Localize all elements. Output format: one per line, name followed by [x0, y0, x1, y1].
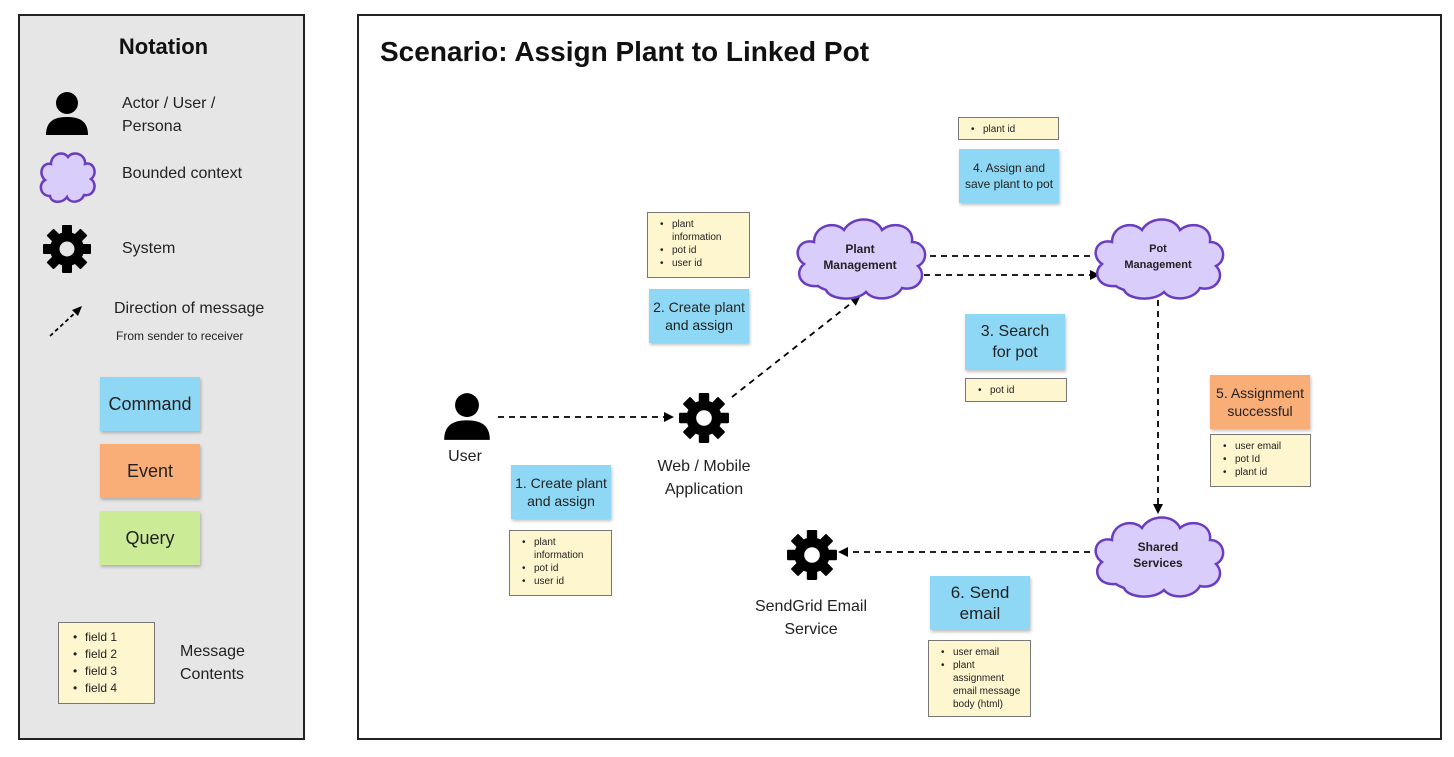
- arrow-app-to-plant: [731, 295, 861, 398]
- person-icon: [46, 92, 88, 135]
- legend-command-sticky: Command: [100, 377, 200, 431]
- list-item: email message: [939, 685, 1024, 698]
- legend-actor-label-line1: Actor / User /: [122, 95, 216, 112]
- web-app-label-line1: Web / Mobile: [657, 458, 751, 475]
- step1-command: 1. Create plant and assign: [511, 465, 611, 519]
- plant-management-label: Plant Management: [790, 212, 930, 302]
- legend-message-label-line2: Contents: [180, 666, 245, 683]
- gear-icon: [679, 393, 729, 443]
- list-item: assignment: [939, 672, 1024, 685]
- list-item: •information: [520, 549, 605, 562]
- cloud-icon: [1094, 516, 1225, 598]
- list-item: field 3: [71, 663, 148, 680]
- list-item: pot id: [520, 562, 605, 575]
- list-item: user email: [1221, 440, 1304, 453]
- legend-message-contents: field 1 field 2 field 3 field 4: [58, 622, 155, 704]
- step4-message-contents: plant id: [958, 117, 1059, 140]
- step2-command: 2. Create plant and assign: [649, 289, 749, 343]
- person-icon: [444, 393, 490, 440]
- list-item: user id: [520, 575, 605, 588]
- step1-line1: 1. Create plant: [515, 475, 607, 491]
- list-item: pot Id: [1221, 453, 1304, 466]
- gear-icon: [43, 225, 91, 273]
- step2-line2: and assign: [665, 317, 733, 333]
- cloud-icon: [39, 152, 96, 203]
- plant-management-line2: Management: [823, 258, 897, 272]
- step2-message-contents: plant information pot id user id: [647, 212, 750, 278]
- shared-services-line2: Services: [1133, 556, 1183, 570]
- sendgrid-label: SendGrid Email Service: [736, 595, 886, 641]
- step1-message-contents: plant •information pot id user id: [509, 530, 612, 596]
- shared-services-line1: Shared: [1137, 540, 1179, 554]
- legend-direction-sublabel: From sender to receiver: [116, 329, 244, 343]
- step5-message-contents: user email pot Id plant id: [1210, 434, 1311, 487]
- list-item-continuation: body (html): [953, 699, 1004, 710]
- pot-management-line2: Management: [1124, 259, 1192, 271]
- step3-command: 3. Search for pot: [965, 314, 1065, 370]
- list-item: plant: [658, 218, 743, 231]
- step4-line1: 4. Assign and: [972, 161, 1046, 175]
- list-item: plant id: [969, 123, 1052, 136]
- step1-line2: and assign: [527, 493, 595, 509]
- scenario-title: Scenario: Assign Plant to Linked Pot: [380, 36, 870, 67]
- list-item: field 4: [71, 680, 148, 697]
- step6-message-contents: user email plant assignment email messag…: [928, 640, 1031, 717]
- step6-command: 6. Send email: [930, 576, 1030, 630]
- legend-direction-label: Direction of message: [114, 300, 265, 317]
- sendgrid-label-line2: Service: [784, 621, 838, 638]
- step2-line1: 2. Create plant: [653, 299, 745, 315]
- step4-line2: save plant to pot: [964, 177, 1054, 191]
- pot-management-label: Pot Management: [1088, 212, 1228, 302]
- list-item: information: [658, 231, 743, 244]
- legend-event-sticky: Event: [100, 444, 200, 498]
- step5-event: 5. Assignment successful: [1210, 375, 1310, 429]
- step3-line2: for pot: [992, 344, 1038, 361]
- list-item: field 1: [71, 629, 148, 646]
- user-label: User: [448, 448, 482, 465]
- pot-management-line1: Pot: [1149, 243, 1167, 255]
- shared-services-label: Shared Services: [1088, 510, 1228, 600]
- list-item: user id: [658, 257, 743, 270]
- step5-line2: successful: [1227, 403, 1293, 419]
- step4-command: 4. Assign and save plant to pot: [959, 149, 1059, 203]
- legend-actor-label: Actor / User / Persona: [122, 92, 215, 138]
- list-item-continuation: email message: [953, 686, 1021, 697]
- legend-actor-label-line2: Persona: [122, 118, 182, 135]
- cloud-icon: [1094, 218, 1225, 300]
- legend-query-sticky: Query: [100, 511, 200, 565]
- list-item-continuation: information: [534, 550, 584, 561]
- gear-icon: [787, 530, 837, 580]
- sendgrid-label-line1: SendGrid Email: [754, 598, 868, 615]
- arrow-icon: [49, 306, 82, 337]
- list-item: plant id: [1221, 466, 1304, 479]
- web-app-label: Web / Mobile Application: [634, 455, 774, 501]
- list-item: pot id: [976, 384, 1060, 397]
- list-item: plant: [520, 536, 605, 549]
- cloud-icon: [796, 218, 927, 300]
- web-app-label-line2: Application: [664, 481, 744, 498]
- step6-line2: email: [959, 604, 1001, 623]
- step3-line1: 3. Search: [980, 323, 1050, 340]
- list-item: plant: [939, 659, 1024, 672]
- list-item: body (html): [939, 698, 1024, 711]
- list-item: pot id: [658, 244, 743, 257]
- step6-line1: 6. Send: [950, 583, 1010, 602]
- list-item-continuation: information: [672, 232, 722, 243]
- notation-title: Notation: [118, 34, 209, 59]
- legend-message-label-line1: Message: [180, 643, 245, 660]
- plant-management-line1: Plant: [845, 242, 875, 256]
- legend-message-label: Message Contents: [180, 640, 245, 686]
- step3-message-contents: pot id: [965, 378, 1067, 402]
- list-item: field 2: [71, 646, 148, 663]
- legend-bounded-context-label: Bounded context: [122, 165, 243, 182]
- step5-line1: 5. Assignment: [1216, 385, 1304, 401]
- list-item: user email: [939, 646, 1024, 659]
- legend-system-label: System: [122, 240, 176, 257]
- list-item-continuation: assignment: [953, 673, 1005, 684]
